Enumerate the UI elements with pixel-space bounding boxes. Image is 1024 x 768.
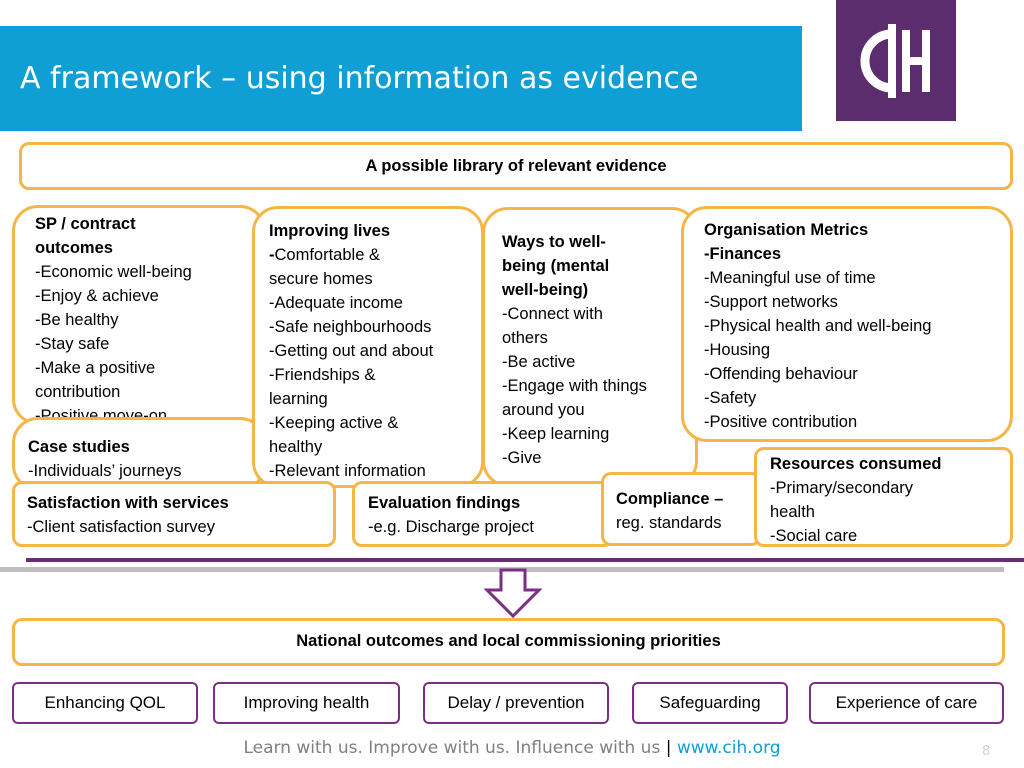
improving-lives-item: -Adequate income	[269, 294, 403, 312]
ways-item: -Give	[502, 449, 542, 467]
ways-item: around you	[502, 401, 585, 419]
sp-outcomes-box: SP / contract outcomes -Economic well-be…	[12, 205, 266, 425]
ways-item: others	[502, 329, 548, 347]
sp-item: -Make a positive	[35, 359, 156, 377]
org-title-line1: Organisation Metrics	[704, 221, 869, 239]
organisation-metrics-box: Organisation Metrics -Finances -Meaningf…	[681, 206, 1013, 442]
case-studies-box: Case studies -Individuals’ journeys	[12, 417, 266, 491]
org-title-line2: -Finances	[704, 245, 782, 263]
improving-lives-item: -Keeping active &	[269, 414, 399, 432]
library-title: A possible library of relevant evidence	[365, 157, 667, 175]
org-item: -Housing	[704, 341, 771, 359]
evaluation-item: -e.g. Discharge project	[368, 518, 534, 536]
satisfaction-item: -Client satisfaction survey	[27, 518, 215, 536]
improving-lives-dash: -	[269, 246, 275, 264]
ways-title-line3: well-being)	[502, 281, 589, 299]
ways-title-line2: being (mental	[502, 257, 610, 275]
improving-lives-item: -Friendships &	[269, 366, 376, 384]
compliance-item: reg. standards	[616, 514, 722, 532]
ways-title-line1: Ways to well-	[502, 233, 606, 251]
improving-lives-first-item: Comfortable &	[274, 246, 380, 264]
resources-title: Resources consumed	[770, 455, 942, 473]
national-outcomes-title: National outcomes and local commissionin…	[296, 632, 721, 650]
library-box: A possible library of relevant evidence	[19, 142, 1013, 190]
org-item: -Physical health and well-being	[704, 317, 932, 335]
sp-item: -Enjoy & achieve	[35, 287, 159, 305]
org-item: -Safety	[704, 389, 757, 407]
page-number: 8	[982, 744, 991, 759]
org-item: -Offending behaviour	[704, 365, 858, 383]
ways-item: -Keep learning	[502, 425, 610, 443]
outcome-improving-health: Improving health	[213, 682, 400, 724]
footer-separator: |	[665, 738, 672, 758]
title-bar: A framework – using information as evide…	[0, 26, 802, 131]
resources-box: Resources consumed -Primary/secondary he…	[754, 447, 1013, 547]
sp-item: -Economic well-being	[35, 263, 192, 281]
satisfaction-title: Satisfaction with services	[27, 494, 229, 512]
improving-lives-box: Improving lives -Comfortable & secure ho…	[252, 206, 484, 488]
improving-lives-item: -Safe neighbourhoods	[269, 318, 432, 336]
case-studies-item: -Individuals’ journeys	[28, 462, 182, 480]
ways-to-wellbeing-box: Ways to well- being (mental well-being) …	[482, 207, 698, 487]
resources-item: -Primary/secondary	[770, 479, 914, 497]
outcome-experience-of-care: Experience of care	[809, 682, 1004, 724]
outcome-delay-prevention: Delay / prevention	[423, 682, 609, 724]
compliance-box: Compliance – reg. standards	[601, 472, 761, 546]
improving-lives-item: -Comfortable &	[269, 243, 433, 267]
ways-item: -Engage with things	[502, 377, 647, 395]
improving-lives-item: learning	[269, 390, 328, 408]
sp-title-line1: SP / contract	[35, 215, 136, 233]
evaluation-title: Evaluation findings	[368, 494, 521, 512]
outcome-enhancing-qol: Enhancing QOL	[12, 682, 198, 724]
org-item: -Positive contribution	[704, 413, 858, 431]
org-item: -Support networks	[704, 293, 838, 311]
improving-lives-item: secure homes	[269, 270, 373, 288]
resources-item: -Social care	[770, 527, 858, 545]
down-arrow-icon	[484, 568, 542, 619]
ways-item: -Be active	[502, 353, 576, 371]
slide-title: A framework – using information as evide…	[20, 61, 699, 96]
improving-lives-item: healthy	[269, 438, 323, 456]
compliance-title: Compliance –	[616, 490, 724, 508]
sp-item: contribution	[35, 383, 121, 401]
case-studies-title: Case studies	[28, 438, 130, 456]
sp-title-line2: outcomes	[35, 239, 113, 257]
national-outcomes-box: National outcomes and local commissionin…	[12, 618, 1005, 666]
resources-item: health	[770, 503, 815, 521]
ways-item: -Connect with	[502, 305, 603, 323]
improving-lives-item: -Relevant information	[269, 462, 426, 480]
org-item: -Meaningful use of time	[704, 269, 876, 287]
improving-lives-item: -Getting out and about	[269, 342, 434, 360]
outcome-safeguarding: Safeguarding	[632, 682, 788, 724]
improving-lives-title: Improving lives	[269, 222, 391, 240]
sp-item: -Stay safe	[35, 335, 110, 353]
satisfaction-box: Satisfaction with services -Client satis…	[12, 481, 336, 547]
sp-item: -Be healthy	[35, 311, 119, 329]
footer: Learn with us. Improve with us. Influenc…	[0, 738, 1024, 758]
divider-purple	[26, 558, 1024, 562]
cih-logo-icon	[860, 24, 930, 98]
footer-tagline: Learn with us. Improve with us. Influenc…	[243, 738, 661, 758]
evaluation-box: Evaluation findings -e.g. Discharge proj…	[352, 481, 614, 547]
footer-link[interactable]: www.cih.org	[676, 738, 781, 758]
cih-logo	[836, 0, 956, 121]
